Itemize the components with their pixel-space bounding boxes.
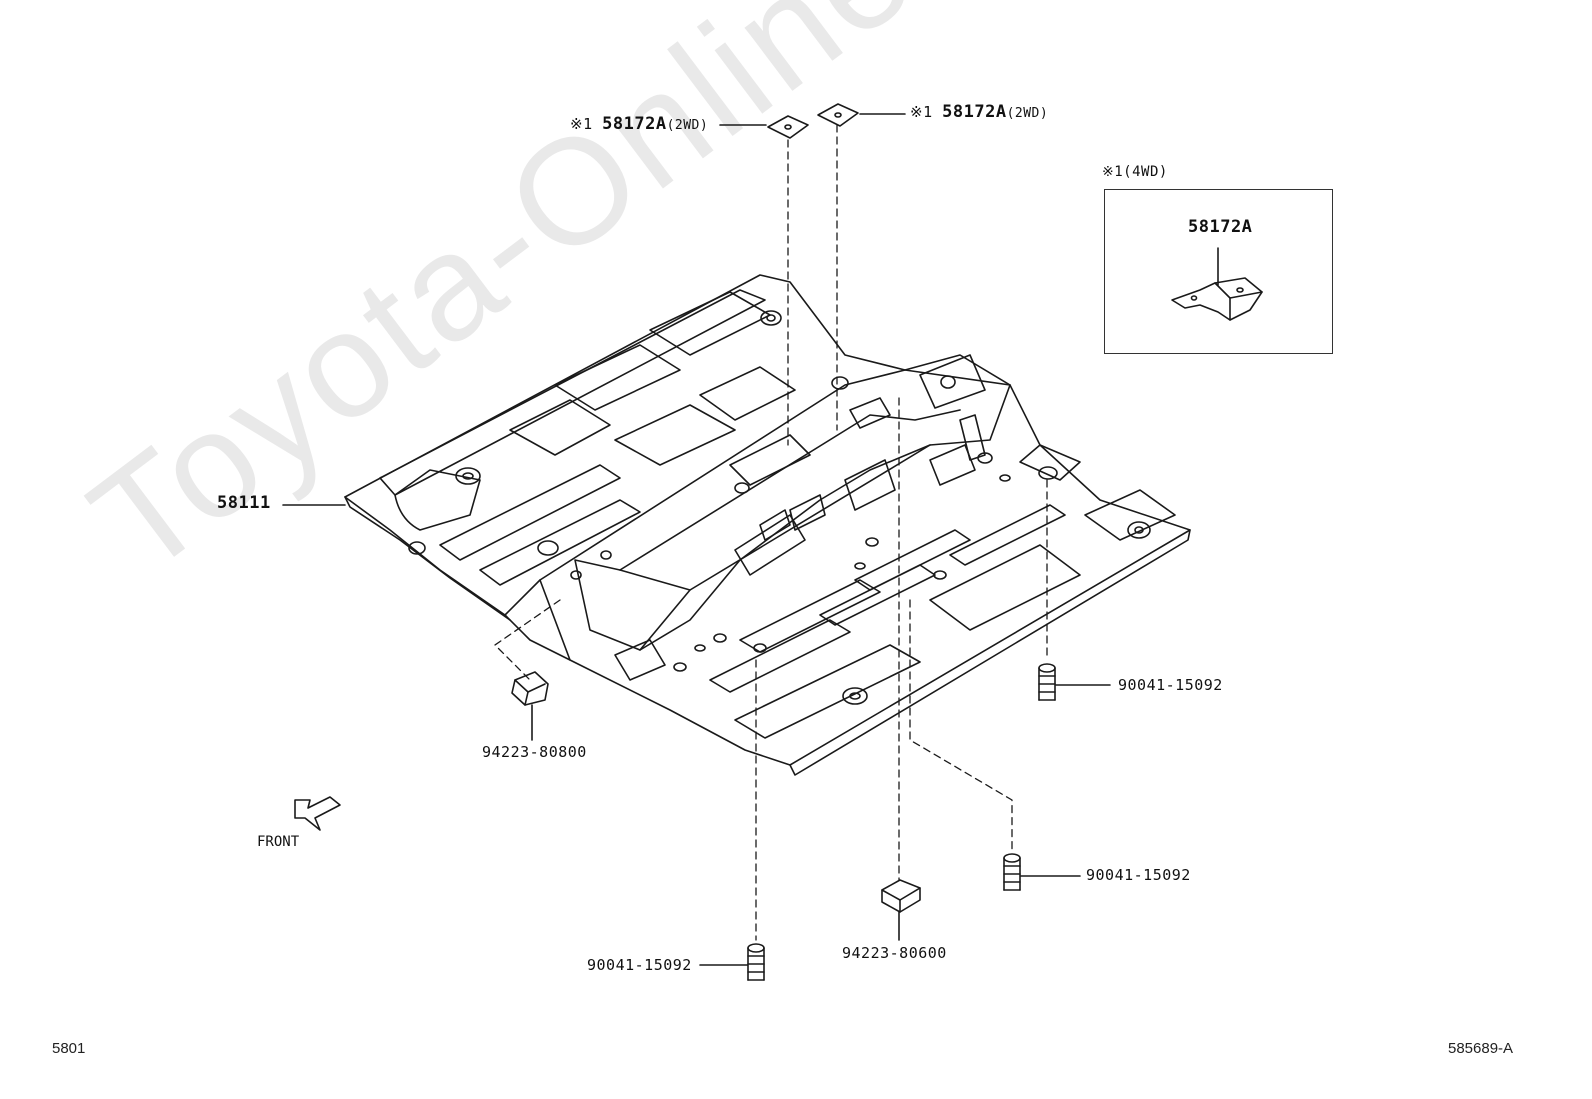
inset-bracket-shape <box>1171 277 1263 321</box>
callout-nut-center: 94223-80600 <box>842 944 947 962</box>
callout-floor-panel: 58111 <box>217 493 271 513</box>
nut-left-shape <box>511 671 549 706</box>
callout-plug-right-upper: 90041-15092 <box>1118 676 1223 694</box>
plug-right-upper-shape <box>1038 663 1056 701</box>
part-number: 58172A <box>942 102 1007 122</box>
front-arrow-icon <box>294 796 341 831</box>
tag-right-shape <box>817 103 859 127</box>
callout-mark: ※1 <box>910 103 933 121</box>
inset-caption: ※1(4WD) <box>1102 164 1168 180</box>
nut-center-shape <box>881 879 921 913</box>
callout-nut-left: 94223-80800 <box>482 743 587 761</box>
callout-plug-right-lower: 90041-15092 <box>1086 866 1191 884</box>
inset-part-number: 58172A <box>1188 217 1253 237</box>
tag-left-shape <box>767 115 809 139</box>
front-label: FRONT <box>257 834 300 850</box>
part-number: 58172A <box>602 114 667 134</box>
callout-plug-bottom: 90041-15092 <box>587 956 692 974</box>
callout-tag-right: ※1 58172A(2WD) <box>910 104 1048 121</box>
plug-bottom-shape <box>747 943 765 981</box>
callout-tag-left: ※1 58172A(2WD) <box>570 116 708 133</box>
plug-right-lower-shape <box>1003 853 1021 891</box>
footer-right-code: 585689-A <box>1448 1040 1514 1057</box>
callout-mark: ※1 <box>570 115 593 133</box>
variant-note: (2WD) <box>1006 106 1049 121</box>
footer-left-code: 5801 <box>52 1040 86 1057</box>
inset-4wd-box <box>1104 189 1333 354</box>
center-tunnel <box>504 369 1011 616</box>
variant-note: (2WD) <box>666 118 709 133</box>
